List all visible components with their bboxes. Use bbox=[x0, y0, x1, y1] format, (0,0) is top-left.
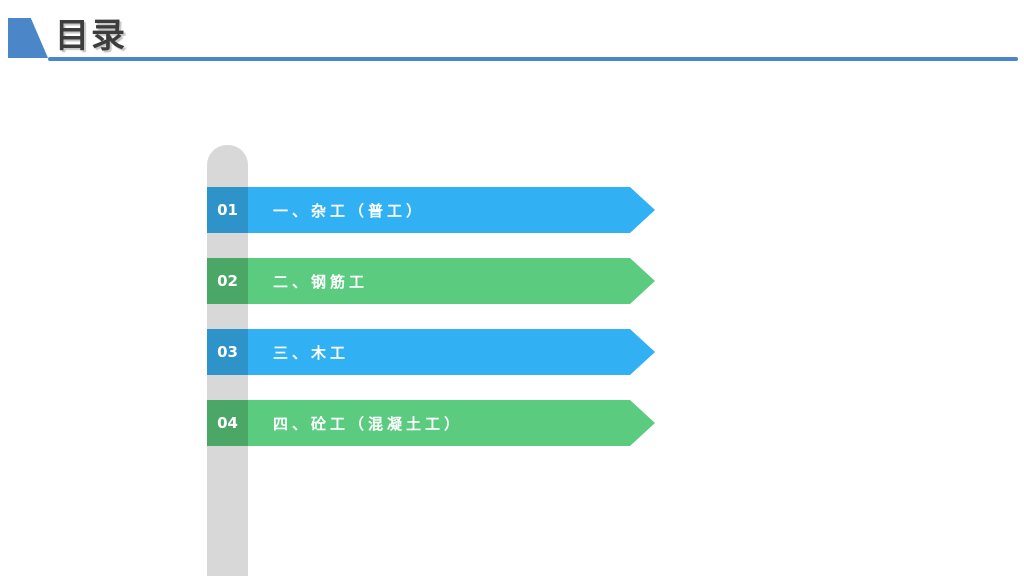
toc-item-number: 03 bbox=[207, 329, 248, 375]
toc-item-label: 四、砼工（混凝土工） bbox=[248, 400, 655, 446]
title-underline bbox=[48, 57, 1018, 61]
toc-item-4[interactable]: 04 四、砼工（混凝土工） bbox=[207, 400, 655, 446]
toc-item-1[interactable]: 01 一、杂工（普工） bbox=[207, 187, 655, 233]
toc-item-number: 01 bbox=[207, 187, 248, 233]
toc-item-3[interactable]: 03 三、木工 bbox=[207, 329, 655, 375]
toc-item-label: 三、木工 bbox=[248, 329, 655, 375]
toc-item-label: 一、杂工（普工） bbox=[248, 187, 655, 233]
header-accent-shape bbox=[8, 18, 48, 58]
toc-item-number: 04 bbox=[207, 400, 248, 446]
toc-list: 01 一、杂工（普工） 02 二、钢筋工 03 三、木工 04 四、砼工（混凝土… bbox=[207, 187, 655, 446]
toc-item-number: 02 bbox=[207, 258, 248, 304]
toc-item-label: 二、钢筋工 bbox=[248, 258, 655, 304]
toc-item-2[interactable]: 02 二、钢筋工 bbox=[207, 258, 655, 304]
page-title: 目录 bbox=[55, 16, 127, 56]
